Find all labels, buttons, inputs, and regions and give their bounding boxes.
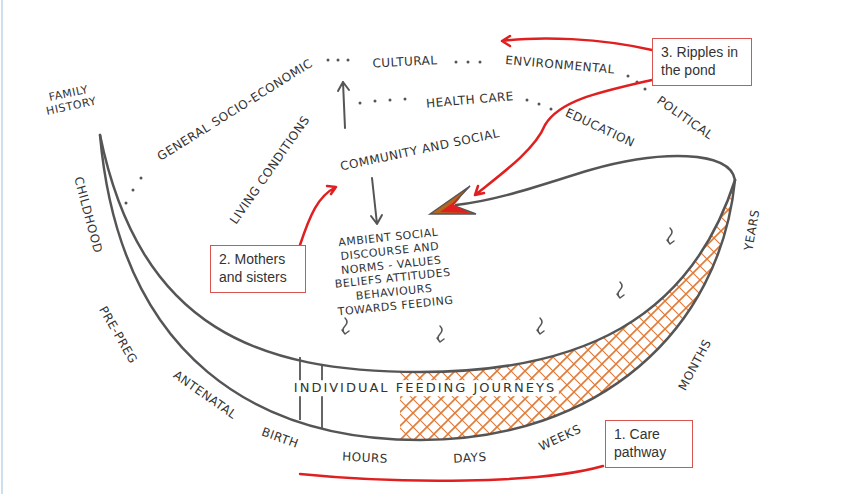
centre-text: AMBIENT SOCIAL DISCOURSE AND NORMS - VAL… xyxy=(318,224,466,321)
time-label: YEARS xyxy=(741,208,762,251)
context-label: COMMUNITY AND SOCIAL xyxy=(339,126,501,174)
band-label: INDIVIDUAL FEEDING JOURNEYS xyxy=(291,380,559,396)
squiggle xyxy=(342,318,349,334)
context-label: LIVING CONDITIONS xyxy=(227,113,313,227)
time-label: HOURS xyxy=(342,450,388,467)
dot xyxy=(327,59,330,62)
time-label: BIRTH xyxy=(260,425,301,452)
dot xyxy=(359,102,362,105)
callout-text: 2. Mothers and sisters xyxy=(219,251,297,286)
dot xyxy=(337,59,340,62)
dot xyxy=(467,61,470,64)
dot xyxy=(132,189,135,192)
squiggle xyxy=(437,326,444,342)
life-stage-label: ANTENATAL xyxy=(171,368,240,422)
mothers-arrow xyxy=(300,186,336,245)
context-label: ENVIRONMENTAL xyxy=(505,53,616,77)
dot xyxy=(374,100,377,103)
dot xyxy=(347,59,350,62)
page-edge-line xyxy=(1,0,3,494)
context-label: CULTURAL xyxy=(372,53,438,71)
life-stage-label: PRE-PREG xyxy=(96,304,140,367)
context-label: HEALTH CARE xyxy=(426,89,515,111)
squiggle xyxy=(667,228,674,244)
care-pathway-underline xyxy=(300,466,603,481)
ripple-loop xyxy=(456,156,735,205)
dot xyxy=(644,88,647,91)
squiggle xyxy=(537,318,544,334)
centre-arrowhead xyxy=(430,186,476,214)
callout-box: 3. Ripples in the pond xyxy=(652,38,752,86)
dot xyxy=(538,103,541,106)
hatched-band xyxy=(400,135,735,440)
dot xyxy=(125,202,128,205)
band-inner-curve xyxy=(100,135,735,372)
ripple-arrow xyxy=(502,36,652,50)
dot xyxy=(550,108,553,111)
context-label: EDUCATION xyxy=(563,106,637,151)
dot xyxy=(455,61,458,64)
callout-text: 3. Ripples in the pond xyxy=(661,44,743,79)
red-annotations xyxy=(300,36,652,481)
up-arrow xyxy=(338,82,349,128)
time-label: DAYS xyxy=(453,450,487,466)
dot xyxy=(404,98,407,101)
time-label: WEEKS xyxy=(537,422,584,454)
band-divider xyxy=(321,364,323,428)
context-label: FAMILY HISTORY xyxy=(33,80,107,120)
down-arrow xyxy=(371,178,382,224)
centre-arrowhead-red xyxy=(440,197,470,213)
dot xyxy=(389,99,392,102)
time-label: MONTHS xyxy=(676,337,715,393)
callout-text: 1. Care pathway xyxy=(614,426,684,461)
dot xyxy=(526,99,529,102)
context-label: POLITICAL xyxy=(654,93,716,142)
life-stage-label: CHILDHOOD xyxy=(71,175,105,255)
callout-box: 1. Care pathway xyxy=(605,420,693,468)
squiggle xyxy=(617,282,624,298)
dot xyxy=(479,61,482,64)
callout-box: 2. Mothers and sisters xyxy=(210,245,306,293)
dot xyxy=(627,75,630,78)
band-outer-curve xyxy=(100,135,735,440)
dot xyxy=(140,177,143,180)
